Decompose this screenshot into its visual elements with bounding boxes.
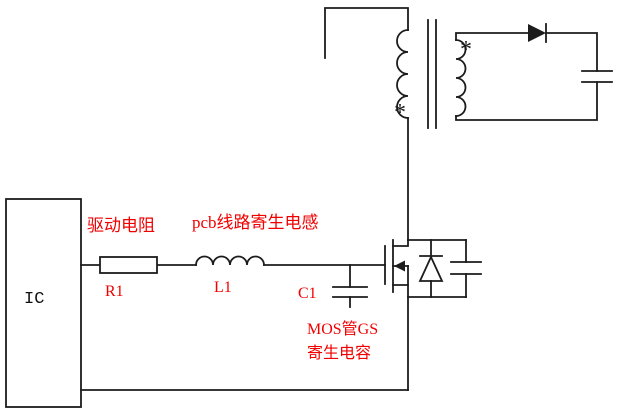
mosfet-body-arrow-icon bbox=[394, 260, 405, 272]
l1-annotation-label: pcb线路寄生电感 bbox=[192, 213, 319, 232]
resistor-r1-body bbox=[99, 256, 158, 274]
inductor-l1-coil bbox=[195, 255, 265, 266]
ic-label: IC bbox=[24, 290, 44, 309]
resistor-r1: 驱动电阻 R1 bbox=[87, 216, 158, 300]
ic-outline bbox=[5, 198, 82, 408]
c1-annotation-line1: MOS管GS bbox=[307, 320, 378, 338]
capacitor-c1: C1 MOS管GS 寄生电容 bbox=[298, 264, 378, 362]
primary-top-feed-wire bbox=[324, 7, 409, 59]
l1-designator-label: L1 bbox=[214, 279, 232, 296]
wire-diode-to-output-cap bbox=[545, 32, 598, 72]
secondary-diode-triangle bbox=[528, 24, 546, 42]
body-diode-triangle bbox=[418, 254, 444, 282]
mosfet-drain-lead bbox=[392, 239, 409, 247]
transformer-secondary-coil bbox=[455, 39, 467, 117]
r1-designator-label: R1 bbox=[105, 283, 124, 300]
secondary-polarity-mark: * bbox=[460, 37, 472, 63]
primary-polarity-mark: * bbox=[394, 100, 406, 126]
mosfet-source-lead bbox=[392, 284, 409, 298]
c1-designator-label: C1 bbox=[298, 285, 317, 302]
c1-annotation-line2: 寄生电容 bbox=[307, 344, 371, 362]
wire-secondary-to-diode bbox=[455, 32, 529, 41]
transformer: * * bbox=[324, 7, 472, 129]
r1-annotation-label: 驱动电阻 bbox=[87, 216, 155, 235]
drain-source-capacitor bbox=[450, 239, 482, 298]
inductor-l1: pcb线路寄生电感 L1 bbox=[192, 213, 319, 296]
wire-output-cap-return bbox=[455, 81, 598, 121]
output-capacitor bbox=[581, 70, 613, 83]
secondary-diode bbox=[528, 23, 547, 43]
transformer-primary-coil bbox=[396, 29, 409, 119]
body-diode bbox=[418, 239, 444, 298]
ic-block: IC bbox=[5, 198, 82, 408]
secondary-loop bbox=[455, 23, 613, 121]
mosfet bbox=[384, 239, 409, 298]
